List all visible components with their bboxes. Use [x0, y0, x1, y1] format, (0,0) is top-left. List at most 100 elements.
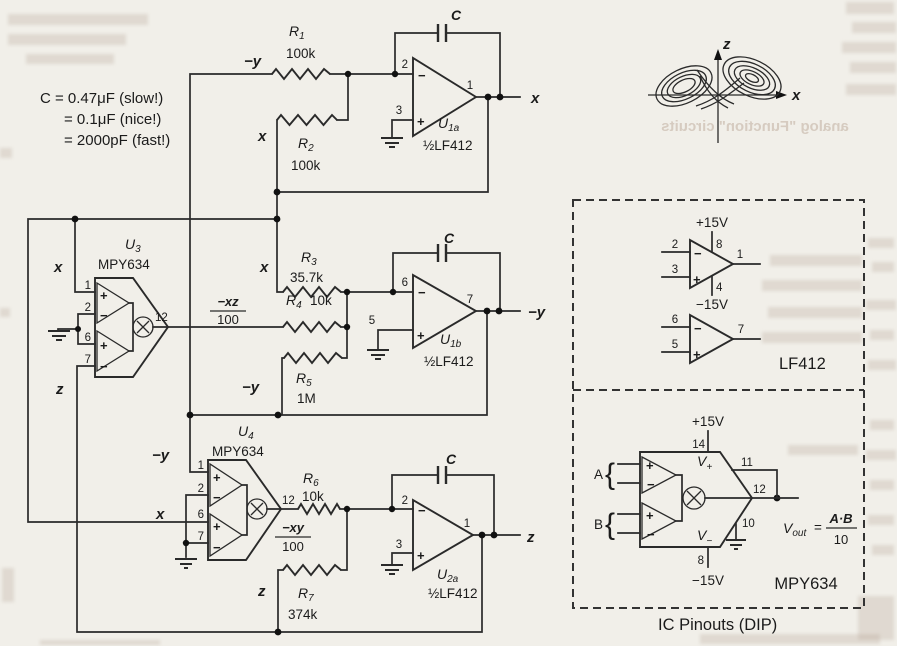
mpy-vminus-ref: V−: [697, 527, 712, 547]
u3-pin2: 2: [85, 302, 91, 314]
r4-sub: 4: [296, 300, 302, 311]
pinout-opamp2-body: [689, 313, 735, 365]
u1b-plus-sign: +: [417, 328, 425, 343]
u4-pin1: 1: [198, 460, 204, 472]
u4-pin-out: 12: [282, 495, 295, 507]
ic-pinouts-box: [572, 199, 865, 609]
u2a-pin-noninv: 3: [396, 539, 402, 551]
u3-sub: 3: [135, 244, 141, 255]
mpy-part-label: MPY634: [774, 575, 837, 593]
u4-plus1: +: [213, 470, 221, 485]
mpy-pin14: 14: [692, 439, 705, 451]
resistor-r4-symbol: [282, 320, 342, 334]
resistor-r1-symbol: [271, 67, 331, 81]
label-r5-value: 1M: [297, 391, 316, 406]
mpy-vplus: +15V: [692, 414, 724, 429]
attractor-center-strands: [695, 69, 745, 110]
u1a-pin-inv: 2: [402, 59, 408, 71]
vm-sub: −: [706, 536, 712, 547]
label-r5-ref: R5: [296, 370, 312, 389]
signal-z-out: z: [526, 529, 535, 546]
r6-sub: 6: [313, 478, 319, 489]
resistor-r2-symbol: [276, 113, 338, 127]
mpy-vout-formula: Vout = A·B 10: [783, 511, 857, 547]
lf412-a2-inv: 6: [672, 314, 678, 326]
u4-plus2: +: [213, 519, 221, 534]
u1b-minus-sign: −: [418, 285, 426, 300]
lf412-part-label: LF412: [779, 355, 826, 373]
label-u2a-part: ½LF412: [428, 586, 478, 601]
z-axis-arrow-icon: [714, 49, 722, 60]
pinout-mpy634-symbol: [639, 451, 754, 548]
cap-value-note: C = 0.47μF (slow!) = 0.1μF (nice!) = 200…: [40, 90, 170, 149]
multiply-icon: [250, 502, 264, 516]
u4-pin7: 7: [198, 531, 204, 543]
mpy-plus1: +: [646, 458, 654, 473]
mpy-a-brace: {: [605, 458, 615, 491]
label-u3-part: MPY634: [98, 257, 150, 272]
mpy-pin8: 8: [698, 555, 704, 567]
label-r6-value: 10k: [302, 489, 324, 504]
r5-ref: R: [296, 370, 306, 386]
u4-ref: U: [238, 423, 249, 439]
label-u4-part: MPY634: [212, 444, 264, 459]
label-u1b-part: ½LF412: [424, 354, 474, 369]
lorenz-attractor-plot: z x: [648, 36, 801, 143]
ground-symbols: [48, 137, 746, 575]
r5-sub: 5: [306, 378, 312, 389]
r1-sub: 1: [299, 31, 305, 42]
resistor-symbols: [271, 67, 343, 577]
vout-equals: =: [814, 520, 822, 535]
signal-x-out: x: [530, 90, 540, 107]
u3-plus1: +: [100, 288, 108, 303]
label-u1b-ref: U1b: [440, 331, 462, 350]
circuit-wires: [27, 32, 521, 633]
lf412-vminus: −15V: [696, 297, 728, 312]
lf412-a1-inv: 2: [672, 239, 678, 251]
mpy-b-label: B: [594, 517, 603, 532]
lf412-a1-plus: +: [693, 272, 701, 287]
u2a-plus-sign: +: [417, 548, 425, 563]
label-r7-ref: R7: [298, 585, 314, 604]
label-c1: C: [451, 7, 462, 23]
label-r3-value: 35.7k: [290, 270, 323, 285]
lf412-a2-plus: +: [693, 347, 701, 362]
opamp-u1a-body: [412, 56, 478, 138]
mpy-plus2: +: [646, 508, 654, 523]
u4-frac-den: 100: [282, 539, 304, 554]
opamp-u2a-body: [412, 498, 475, 572]
signal-x-u3: x: [53, 259, 63, 276]
lf412-a1-out: 1: [737, 249, 743, 261]
signal-x-u4: x: [155, 506, 165, 523]
r6-ref: R: [303, 470, 313, 486]
vout-ref: Vout: [783, 520, 807, 539]
label-u1a-part: ½LF412: [423, 138, 473, 153]
label-r6-ref: R6: [303, 470, 319, 489]
lf412-a2-minus: −: [694, 321, 702, 336]
signal-z-r7: z: [257, 583, 266, 600]
opamp-u1b-body: [412, 273, 478, 350]
u4-sub: 4: [248, 431, 254, 442]
label-r3-ref: R3: [301, 249, 317, 268]
lf412-vplus: +15V: [696, 215, 728, 230]
u2a-sub: 2a: [446, 574, 459, 585]
label-r1-value: 100k: [286, 46, 316, 61]
u1a-pin-out: 1: [467, 80, 473, 92]
label-u3-ref: U3: [125, 236, 141, 255]
r4-ref: R: [286, 292, 296, 308]
attractor-z-label: z: [722, 36, 731, 53]
mpy-pin12: 12: [753, 484, 766, 496]
label-r7-value: 374k: [288, 607, 318, 622]
resistor-r5-symbol: [283, 351, 343, 365]
r2-sub: 2: [307, 143, 314, 154]
attractor-left-lobe: [655, 65, 713, 107]
u3-ref: U: [125, 236, 136, 252]
u1a-sub: 1a: [448, 123, 460, 134]
signal-z-u3: z: [55, 381, 64, 398]
mpy-minus2: −: [647, 527, 655, 542]
mpy-minus1: −: [647, 477, 655, 492]
u3-pin-out: 12: [155, 312, 168, 324]
signal-neg-y-r5: −y: [242, 379, 260, 396]
